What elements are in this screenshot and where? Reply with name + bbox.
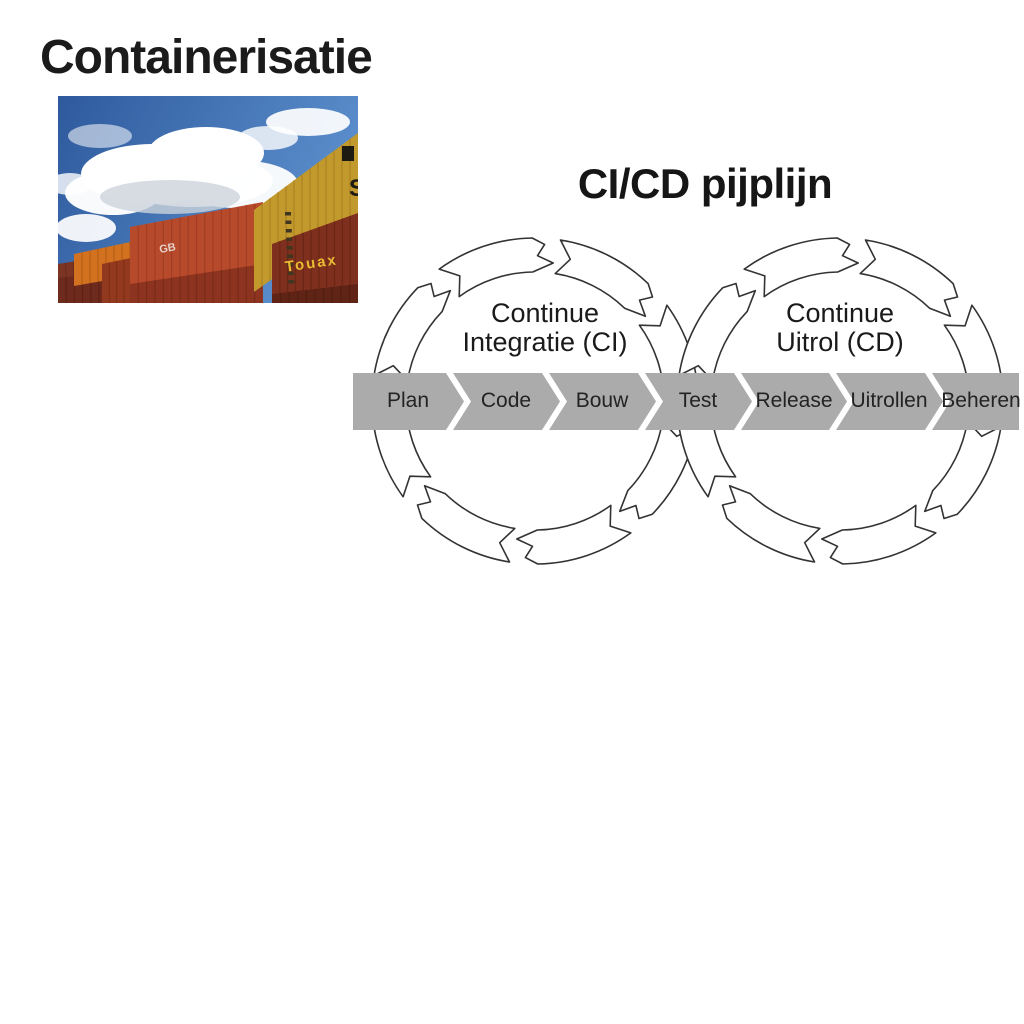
loop-arrow-segment: [743, 237, 859, 298]
loop-arrow-segment: [618, 420, 697, 520]
pipeline-chevron-uitrollen: [836, 373, 943, 430]
loop-label-cd: Continue Uitrol (CD): [700, 299, 980, 357]
serial-mark: [287, 254, 293, 258]
loop-ci-line1: Continue: [490, 298, 600, 328]
serial-number-marks: [285, 212, 295, 284]
svg-text:S: S: [349, 175, 358, 202]
serial-mark: [286, 237, 293, 241]
loop-cd-line2: Uitrol (CD): [776, 327, 904, 357]
pipeline-chevron-code: [453, 373, 560, 430]
loop-arrow-segment: [678, 282, 757, 382]
loop-arrow-segment: [859, 239, 959, 318]
loop-arrow-segment: [923, 420, 1002, 520]
loop-arrow-segment: [373, 282, 452, 382]
loop-arrow-segment: [438, 237, 554, 298]
loop-cd-line1: Continue: [785, 298, 895, 328]
stage-label-beheren: Beheren: [941, 389, 1021, 412]
loop-arrow-segment: [821, 504, 937, 565]
stage-label-code: Code: [480, 389, 532, 412]
stage-label-uitrollen: Uitrollen: [850, 389, 928, 412]
pipeline-bar: [353, 373, 1019, 430]
stage-label-release: Release: [755, 389, 833, 412]
stage-label-bouw: Bouw: [575, 389, 629, 412]
serial-mark: [286, 246, 293, 250]
serial-mark: [285, 212, 291, 216]
serial-mark: [287, 271, 294, 275]
pipeline-chevron-release: [741, 373, 847, 430]
serial-mark: [287, 263, 294, 267]
diagram-title: CI/CD pijplijn: [577, 160, 833, 207]
serial-mark: [285, 220, 292, 224]
container-stacks: [58, 133, 358, 303]
stage-label-test: Test: [678, 389, 718, 412]
pipeline-chevron-plan: [353, 373, 464, 430]
loop-arrow-segment: [554, 239, 654, 318]
pipeline-chevron-bouw: [549, 373, 656, 430]
pipeline-chevron-test: [645, 373, 752, 430]
loop-arrow-segment: [416, 484, 516, 563]
loop-arrow-segment: [516, 504, 632, 565]
container-logo-mark: GB: [158, 241, 176, 256]
stage-label-plan: Plan: [386, 389, 430, 412]
loop-arrow-segment: [721, 484, 821, 563]
pipeline-chevron-beheren: [932, 373, 1019, 430]
serial-mark: [288, 280, 295, 284]
loop-ci-line2: Integratie (CI): [462, 327, 628, 357]
page-title: Containerisatie: [40, 31, 373, 84]
container-markings: S: [342, 146, 358, 202]
loop-label-ci: Continue Integratie (CI): [405, 299, 685, 357]
serial-mark: [285, 229, 292, 233]
